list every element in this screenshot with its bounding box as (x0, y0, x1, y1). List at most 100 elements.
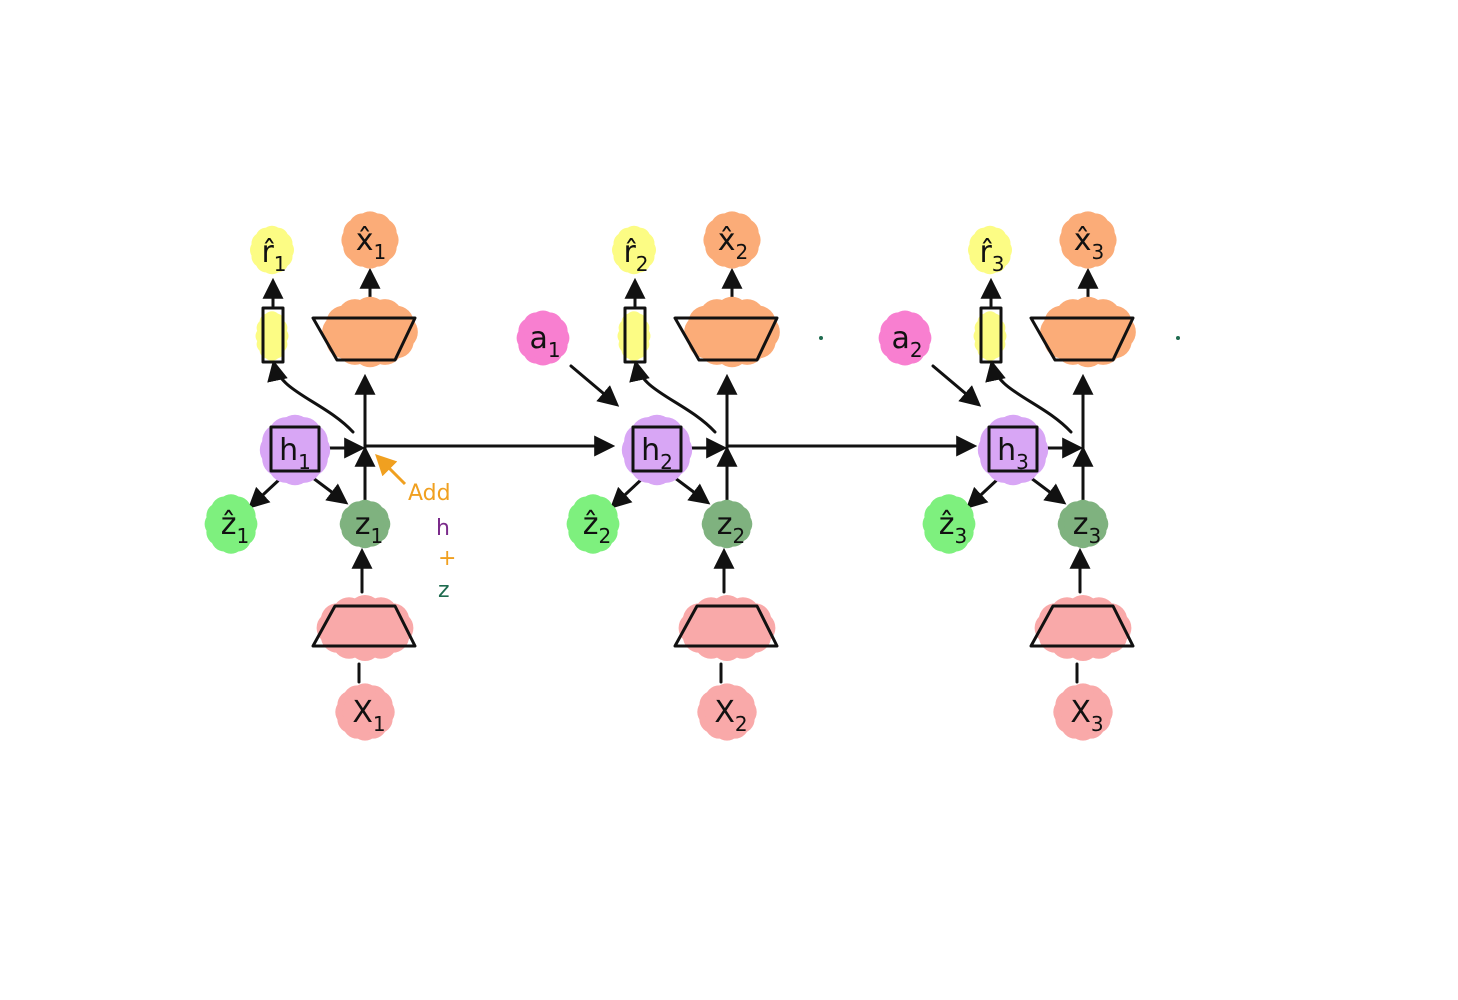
edge-action-2-to-h (931, 364, 982, 407)
reconstruction-x-3-label: x̂3 (1074, 223, 1105, 264)
edge-merge-to-reward-2 (629, 359, 717, 434)
hidden-h-2-box (631, 425, 683, 473)
latent-z-3-bubble (1057, 499, 1109, 549)
predicted-z-2-bubble (566, 494, 620, 554)
observation-x-1-bubble (335, 683, 395, 741)
hidden-h-3-label-subscript: 3 (1016, 450, 1029, 474)
decoder-3-shape (1029, 316, 1135, 362)
observation-x-1-label-subscript: 1 (373, 712, 386, 736)
action-a-2-label-main: a (891, 321, 909, 356)
hidden-h-2-label: h2 (641, 433, 673, 474)
reward-r-1-label-main: r̂ (261, 235, 274, 270)
predicted-z-2-label-main: ẑ (583, 507, 599, 542)
encoder-1-shape (311, 604, 417, 648)
hidden-h-1-box (269, 425, 321, 473)
nodes-layer: X1z1ẑ1h1x̂1r̂1X2z2ẑ2h2x̂2r̂2X3z3ẑ3h3x̂3r… (204, 211, 1136, 741)
reward-r-1-bubble (250, 225, 294, 275)
latent-z-2-bubble (701, 499, 753, 549)
reward-r-2-bubble (612, 225, 656, 275)
reconstruction-x-3-label-main: x̂ (1074, 223, 1092, 258)
observation-x-1-label: X1 (352, 695, 385, 736)
predicted-z-3-label-subscript: 3 (955, 524, 968, 548)
hidden-h-2-label-main: h (641, 433, 660, 468)
predicted-z-2-label-subscript: 2 (599, 524, 612, 548)
encoder-1-bubble (316, 595, 414, 661)
observation-x-3-label-main: X (1070, 695, 1091, 730)
observation-x-2-label-main: X (714, 695, 735, 730)
plus-note-text: + (438, 546, 456, 571)
add-annotation: Add h + z (375, 454, 456, 603)
reconstruction-x-3-label-subscript: 3 (1092, 240, 1105, 264)
add-annotation-arrow (375, 454, 407, 486)
action-a-2-bubble (878, 310, 932, 366)
dot-marker-2 (1176, 336, 1180, 340)
observation-x-2-label-subscript: 2 (735, 712, 748, 736)
reward-head-3-box (979, 306, 1003, 364)
latent-z-3-label-subscript: 3 (1089, 524, 1102, 548)
reconstruction-x-1-label: x̂1 (356, 223, 387, 264)
reward-head-2-box (623, 306, 647, 364)
latent-z-1-label-subscript: 1 (371, 524, 384, 548)
edge-h-to-zhat-2 (609, 476, 645, 509)
edge-h-to-zhat-3 (965, 476, 1001, 509)
reward-r-1-label: r̂1 (261, 235, 286, 276)
decoder-1-bubble (322, 296, 418, 368)
reconstruction-x-1-label-main: x̂ (356, 223, 374, 258)
observation-x-3-label: X3 (1070, 695, 1103, 736)
latent-z-1-label-main: z (355, 507, 371, 542)
encoder-3-bubble (1034, 595, 1132, 661)
edge-merge-to-reward-3 (985, 359, 1073, 434)
hidden-h-1-label-main: h (279, 433, 298, 468)
action-a-2-label: a2 (891, 321, 922, 362)
hidden-h-2-label-subscript: 2 (660, 450, 673, 474)
latent-z-2-label-subscript: 2 (733, 524, 746, 548)
latent-z-1-label: z1 (355, 507, 383, 548)
edge-h-to-z-1 (311, 476, 349, 505)
predicted-z-2-label: ẑ2 (583, 507, 611, 548)
predicted-z-3-label: ẑ3 (939, 507, 967, 548)
reward-r-3-label-subscript: 3 (992, 252, 1005, 276)
action-a-2-label-subscript: 2 (910, 338, 923, 362)
predicted-z-3-label-main: ẑ (939, 507, 955, 542)
hidden-h-3-label: h3 (997, 433, 1029, 474)
reward-r-1-label-subscript: 1 (274, 252, 287, 276)
hidden-h-1-label: h1 (279, 433, 311, 474)
latent-z-2-label-main: z (717, 507, 733, 542)
predicted-z-3-bubble (922, 494, 976, 554)
action-a-1-label: a1 (529, 321, 560, 362)
latent-z-3-label-main: z (1073, 507, 1089, 542)
reward-r-3-bubble (968, 225, 1012, 275)
reconstruction-x-3-bubble (1059, 211, 1117, 269)
add-note-text: Add (408, 481, 451, 506)
predicted-z-1-label-main: ẑ (221, 507, 237, 542)
latent-z-1-bubble (339, 499, 391, 549)
observation-x-2-label: X2 (714, 695, 747, 736)
hidden-h-1-label-subscript: 1 (298, 450, 311, 474)
encoder-3-shape (1029, 604, 1135, 648)
predicted-z-1-label: ẑ1 (221, 507, 249, 548)
observation-x-1-label-main: X (352, 695, 373, 730)
edge-merge-to-reward-1 (267, 359, 355, 434)
reconstruction-x-1-bubble (341, 211, 399, 269)
reward-r-3-label: r̂3 (979, 235, 1004, 276)
predicted-z-1-label-subscript: 1 (237, 524, 250, 548)
reconstruction-x-2-label-main: x̂ (718, 223, 736, 258)
edge-h-to-z-3 (1029, 476, 1067, 505)
predicted-z-1-bubble (204, 494, 258, 554)
latent-z-2-label: z2 (717, 507, 745, 548)
reward-r-2-label-subscript: 2 (636, 252, 649, 276)
reconstruction-x-1-label-subscript: 1 (374, 240, 387, 264)
action-a-1-bubble (516, 310, 570, 366)
edge-action-1-to-h (569, 364, 620, 407)
hidden-h-1-bubble (259, 414, 331, 486)
latent-z-3-label: z3 (1073, 507, 1101, 548)
encoder-2-shape (673, 604, 779, 648)
hidden-h-3-label-main: h (997, 433, 1016, 468)
dot-marker-1 (819, 336, 823, 340)
reward-r-2-label: r̂2 (623, 235, 648, 276)
action-a-1-label-main: a (529, 321, 547, 356)
reward-r-3-label-main: r̂ (979, 235, 992, 270)
reconstruction-x-2-label: x̂2 (718, 223, 749, 264)
reward-r-2-label-main: r̂ (623, 235, 636, 270)
